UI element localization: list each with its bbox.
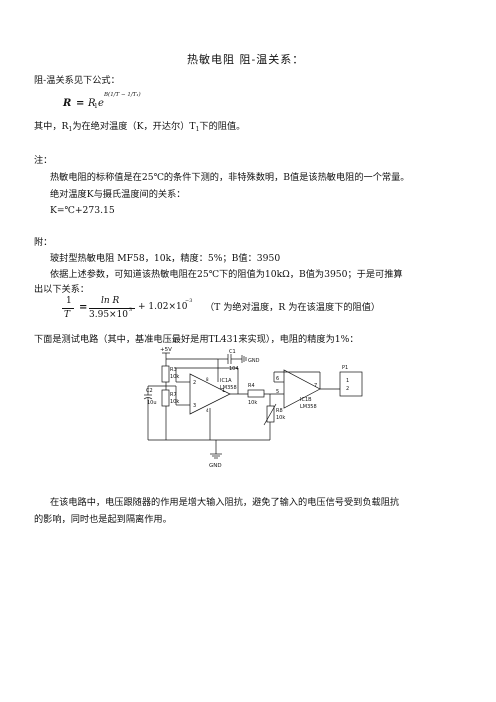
c2-value: 10u — [147, 400, 157, 406]
c1-label: C1 — [229, 349, 236, 355]
formula2-lhs-num: 1 — [66, 296, 72, 306]
r8-value: 10k — [276, 415, 285, 421]
where-sub-2: 1 — [195, 126, 200, 133]
ic1a-label: IC1A — [220, 378, 232, 384]
pin-4: 4 — [206, 408, 209, 413]
formula2-num: ln R — [101, 296, 120, 306]
pin-7: 7 — [314, 383, 317, 389]
pin-1: 1 — [222, 388, 225, 394]
r8-label: R8 — [276, 408, 283, 414]
formula1-eq: = — [76, 98, 85, 109]
formula2-lhs-bar — [62, 308, 74, 309]
pin-5: 5 — [276, 389, 279, 395]
note-line-2: 绝对温度K与摄氏温度间的关系： — [50, 189, 186, 200]
formula2-eq: = — [79, 302, 88, 313]
r3-label: R3 — [170, 367, 177, 373]
formula1-sub: 1 — [94, 103, 98, 110]
vcc-label: +5V — [160, 347, 172, 353]
where-part-3: 下的阻值。 — [199, 121, 246, 132]
ic1a-part: LM358 — [220, 385, 237, 391]
formula2-comment: （T 为绝对温度，R 为在该温度下的阻值） — [205, 302, 381, 313]
r4-label: R4 — [248, 383, 255, 389]
intro-text: 阻-温关系见下公式： — [34, 75, 120, 86]
gnd-bottom-label: GND — [209, 463, 222, 469]
page-title: 热敏电阻 阻-温关系： — [187, 53, 305, 66]
note-line-1: 热敏电阻的标称值是在25℃的条件下测的，非特殊数明，B值是该热敏电阻的一个常量。 — [50, 172, 410, 183]
formula2-plus: + 1.02×10 — [138, 302, 188, 312]
pin-8: 8 — [206, 377, 209, 382]
formula2-bar — [89, 308, 135, 309]
r3-value: 10k — [170, 374, 179, 380]
c1-value: 104 — [229, 366, 239, 372]
formula1-power: B(1/T − 1/T₁) — [104, 92, 141, 98]
gnd-top-label: GND — [248, 358, 260, 364]
p1-pin2: 2 — [346, 386, 349, 392]
where-part-2: 为在绝对温度（K，开达尔）T — [72, 121, 196, 132]
c2-label: C2 — [146, 388, 153, 394]
circuit-diagram: +5V C1 104 GND R3 10k R7 10k C2 10u 2 3 … — [143, 347, 363, 469]
appendix-line-3: 出以下关系： — [34, 284, 90, 295]
pin-6: 6 — [276, 376, 279, 382]
circuit-intro: 下面是测试电路（其中，基准电压最好是用TL431来实现），电阻的精度为1%： — [34, 334, 359, 345]
where-line: 其中，R1为在绝对温度（K，开达尔）T1下的阻值。 — [34, 121, 245, 136]
final-line-1: 在该电路中，电压跟随器的作用是增大输入阻抗，避免了输入的电压信号受到负载阻抗 — [50, 497, 400, 508]
formula2-plus-exp: −3 — [185, 298, 193, 304]
formula1-r: R — [88, 98, 96, 109]
r7-value: 10k — [170, 399, 179, 405]
pin-3: 3 — [193, 403, 196, 409]
formula2-lhs-den: T — [64, 310, 71, 320]
p1-pin1: 1 — [346, 378, 349, 384]
formula1-lhs: R — [63, 98, 72, 109]
final-line-2: 的影响，同时也是起到隔离作用。 — [34, 514, 172, 525]
appendix-line-2: 依据上述参数，可知道该热敏电阻在25℃下的阻值为10kΩ，B值为3950；于是可… — [50, 269, 403, 280]
formula2-den-exp: 3 — [129, 307, 133, 313]
appendix-line-1: 玻封型热敏电阻 MF58，10k，精度：5%；B值：3950 — [50, 253, 281, 264]
formula1-e: e — [98, 98, 104, 109]
formula2-den: 3.95×10 — [89, 310, 129, 320]
pin-2: 2 — [193, 380, 196, 386]
r7-label: R7 — [170, 392, 177, 398]
where-sub-1: 1 — [68, 126, 73, 133]
note-label: 注： — [34, 155, 53, 166]
where-part-1: 其中，R — [34, 121, 69, 132]
ic1b-part: LM358 — [300, 404, 317, 410]
ic1b-label: IC1B — [300, 397, 312, 403]
r4-value: 10k — [248, 400, 257, 406]
note-line-3: K=℃+273.15 — [50, 205, 115, 216]
p1-label: P1 — [342, 365, 348, 371]
appendix-label: 附： — [34, 237, 53, 248]
